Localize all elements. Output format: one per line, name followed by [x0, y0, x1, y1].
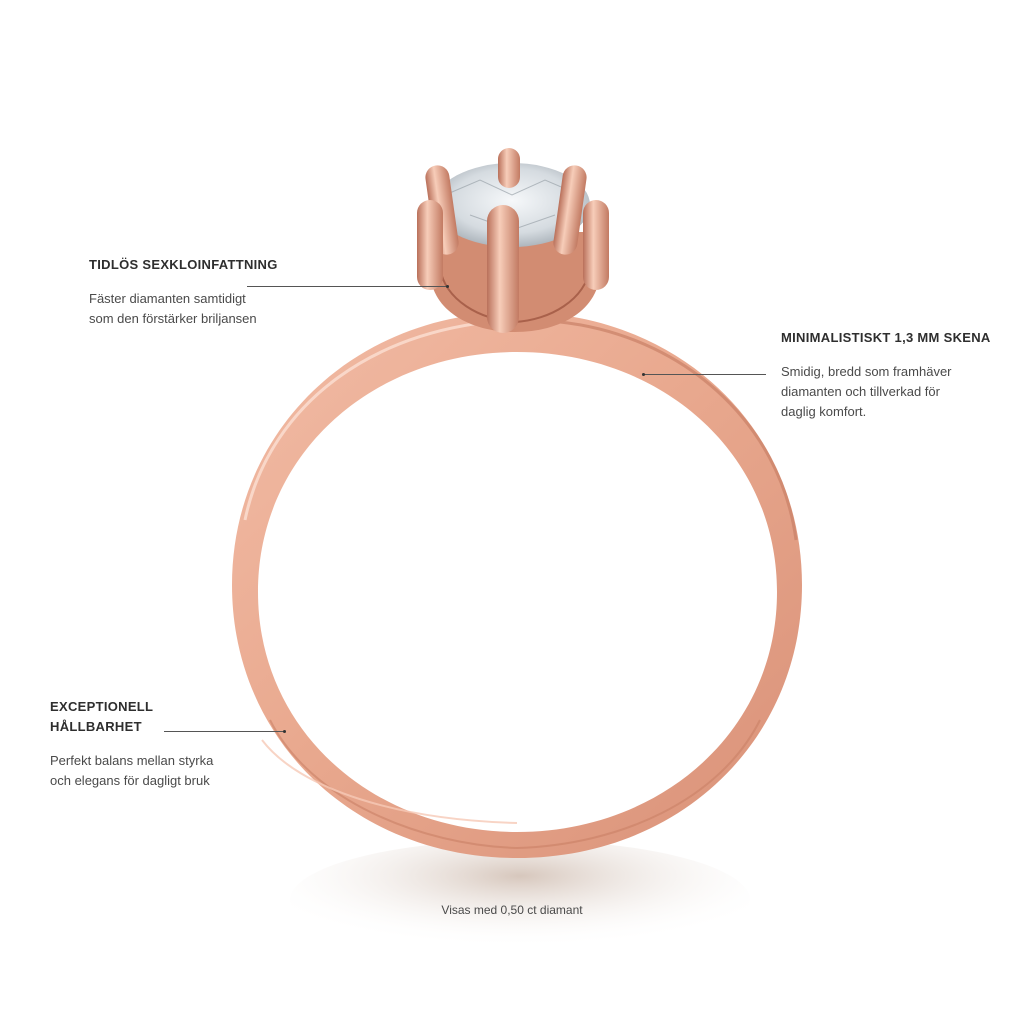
prong [498, 148, 520, 188]
callout-setting-title: TIDLÖS SEXKLOINFATTNING [89, 257, 278, 272]
prong [417, 200, 443, 290]
callout-band-title: MINIMALISTISKT 1,3 MM SKENA [781, 330, 991, 345]
prong [487, 205, 519, 333]
callout-durability: EXCEPTIONELL HÅLLBARHET Perfekt balans m… [50, 697, 270, 791]
callout-band-anchor-dot [642, 373, 645, 376]
callout-band: MINIMALISTISKT 1,3 MM SKENA Smidig, bred… [781, 328, 1011, 422]
callout-durability-description: Perfekt balans mellan styrka och elegans… [50, 753, 214, 788]
callout-durability-title: EXCEPTIONELL HÅLLBARHET [50, 699, 154, 734]
callout-setting-description: Fäster diamanten samtidigt som den först… [89, 291, 257, 326]
callout-durability-anchor-dot [283, 730, 286, 733]
ring-shadow [290, 840, 750, 960]
prong [583, 200, 609, 290]
diamond [434, 163, 590, 247]
product-caption: Visas med 0,50 ct diamant [441, 903, 583, 917]
callout-durability-leader-line [164, 731, 284, 732]
callout-setting-leader-line [247, 286, 447, 287]
callout-setting-anchor-dot [446, 285, 449, 288]
callout-band-leader-line [644, 374, 766, 375]
callout-band-description: Smidig, bredd som framhäver diamanten oc… [781, 364, 952, 419]
callout-setting: TIDLÖS SEXKLOINFATTNING Fäster diamanten… [89, 255, 329, 329]
prong [553, 165, 587, 255]
